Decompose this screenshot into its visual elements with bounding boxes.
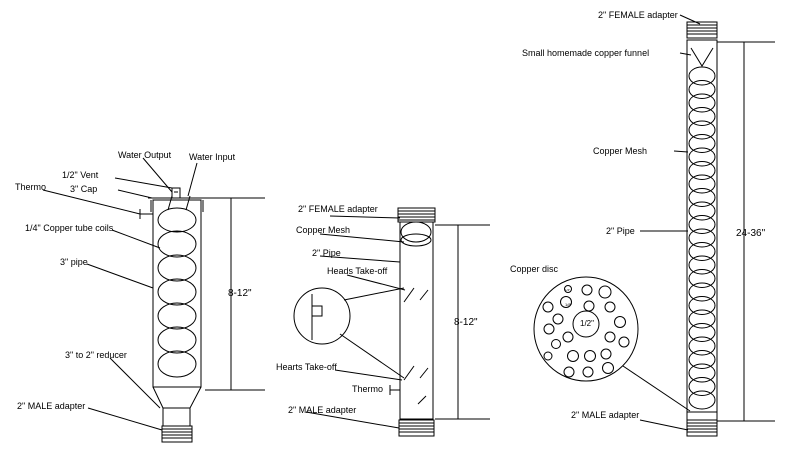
right-mesh-coil xyxy=(688,323,716,342)
right-disc-small-label-b: 1/4" xyxy=(565,288,570,292)
right-mesh-coil xyxy=(688,296,716,315)
right-label-funnel: Small homemade copper funnel xyxy=(522,48,649,58)
middle-label-thermo: Thermo xyxy=(352,384,383,394)
right-mesh-coil xyxy=(688,147,716,167)
middle-dimension-label: 8-12" xyxy=(454,317,478,328)
middle-mesh-top xyxy=(400,221,432,243)
right-mesh-coil xyxy=(688,282,716,302)
right-mesh-coil xyxy=(688,174,716,194)
right-mesh-coil xyxy=(688,309,716,329)
left-label-water-input: Water Input xyxy=(189,152,236,162)
right-male-adapter xyxy=(686,419,718,437)
middle-label-heads: Heads Take-off xyxy=(327,266,388,276)
left-label-male-adapter: 2" MALE adapter xyxy=(17,401,85,411)
right-label-male-adapter: 2" MALE adapter xyxy=(571,410,639,420)
right-mesh-coil xyxy=(688,215,716,234)
middle-label-copper-mesh: Copper Mesh xyxy=(296,225,350,235)
right-disc-center-label: 1/2" xyxy=(580,319,594,328)
left-dimension-label: 8-12" xyxy=(228,288,252,299)
left-label-pipe: 3" pipe xyxy=(60,257,88,267)
right-mesh-coil xyxy=(688,134,716,153)
middle-pipe-body xyxy=(399,221,434,420)
left-male-adapter xyxy=(161,408,193,443)
right-pipe-body xyxy=(686,39,718,413)
middle-label-pipe: 2" Pipe xyxy=(312,248,341,258)
right-disc-center-hole xyxy=(572,310,600,338)
right-mesh-coil xyxy=(688,80,716,99)
left-label-thermo: Thermo xyxy=(15,182,46,192)
right-mesh-coil xyxy=(688,390,716,410)
right-copper-disc xyxy=(533,276,639,382)
left-reducer xyxy=(152,386,202,409)
right-mesh-coil xyxy=(688,350,716,369)
middle-detail-circle xyxy=(293,287,351,345)
right-mesh-coils xyxy=(688,66,716,410)
left-label-reducer: 3" to 2" reducer xyxy=(65,350,127,360)
middle-label-female-adapter: 2" FEMALE adapter xyxy=(298,204,378,214)
middle-assembly: 2" FEMALE adapter Copper Mesh 2" Pipe He… xyxy=(276,204,490,437)
right-mesh-coil xyxy=(688,93,716,113)
left-label-cap: 3" Cap xyxy=(70,184,97,194)
right-label-copper-mesh: Copper Mesh xyxy=(593,146,647,156)
right-mesh-coil xyxy=(688,242,716,261)
middle-heads-takeoff xyxy=(403,287,415,303)
middle-male-adapter xyxy=(398,419,435,437)
right-assembly: 2" FEMALE adapter Small homemade copper … xyxy=(510,10,775,437)
left-coils xyxy=(157,207,197,378)
right-mesh-coil xyxy=(688,228,716,248)
right-mesh-coil xyxy=(688,269,716,288)
right-label-copper-disc: Copper disc xyxy=(510,264,559,274)
right-mesh-coil xyxy=(688,161,716,180)
right-disc-small-label-a: 1/8" xyxy=(565,302,573,307)
left-label-coils: 1/4" Copper tube coils xyxy=(25,223,114,233)
left-label-vent: 1/2" Vent xyxy=(62,170,99,180)
right-mesh-coil xyxy=(688,107,716,126)
middle-label-hearts: Hearts Take-off xyxy=(276,362,337,372)
right-mesh-coil xyxy=(688,201,716,221)
right-dimension-label: 24-36" xyxy=(736,228,766,239)
right-mesh-coil xyxy=(688,188,716,207)
middle-female-adapter xyxy=(397,207,436,223)
middle-label-male-adapter: 2" MALE adapter xyxy=(288,405,356,415)
left-label-water-output: Water Output xyxy=(118,150,172,160)
right-label-pipe: 2" Pipe xyxy=(606,226,635,236)
left-assembly: Water Output Water Input 1/2" Vent Therm… xyxy=(15,150,265,443)
right-mesh-coil xyxy=(688,255,716,275)
right-mesh-coil xyxy=(688,377,716,396)
right-funnel xyxy=(690,47,714,67)
right-mesh-coil xyxy=(688,336,716,356)
right-label-female-adapter: 2" FEMALE adapter xyxy=(598,10,678,20)
left-vent xyxy=(171,187,181,199)
right-mesh-coil xyxy=(688,120,716,140)
right-mesh-coil xyxy=(688,363,716,383)
right-mesh-coil xyxy=(688,66,716,86)
left-pipe-body xyxy=(152,199,202,388)
right-female-adapter xyxy=(686,21,718,39)
middle-hearts-takeoff xyxy=(403,365,415,381)
